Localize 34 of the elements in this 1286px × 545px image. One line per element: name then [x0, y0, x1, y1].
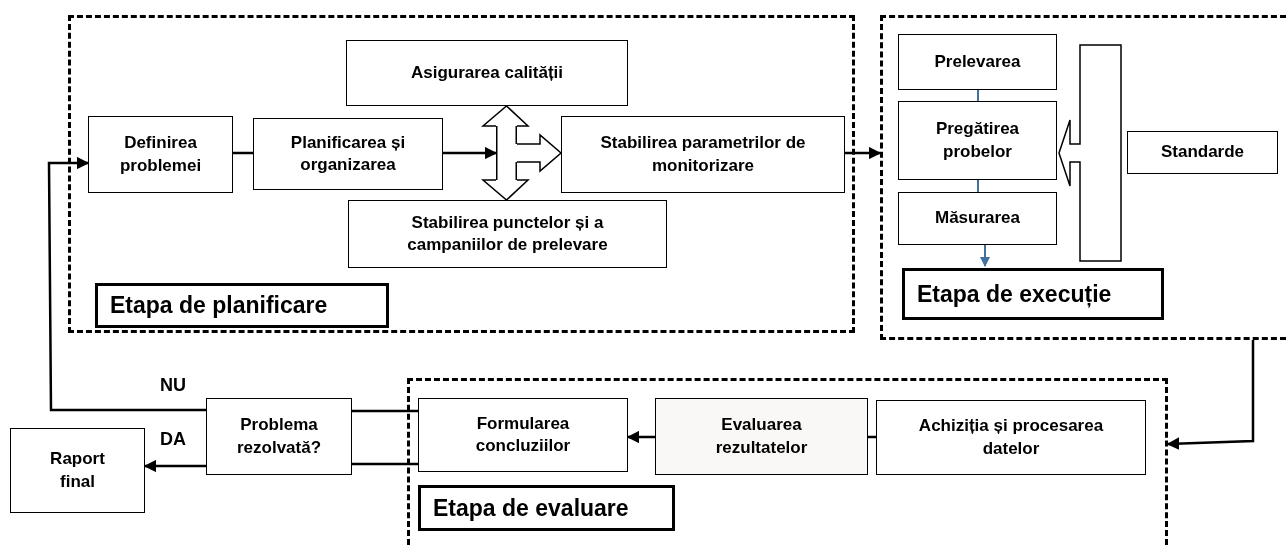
block-arrow — [480, 105, 530, 127]
connector-line — [868, 435, 876, 439]
stage-title: Etapa de planificare — [95, 283, 389, 328]
stage-title: Etapa de evaluare — [418, 485, 675, 531]
arrow — [980, 244, 990, 267]
connector-line — [977, 179, 979, 193]
stage-title: Etapa de execuție — [902, 268, 1164, 320]
arrow — [626, 430, 655, 444]
dashed-stage-frame — [407, 378, 1168, 545]
process-box: Achiziția și procesarea datelor — [876, 400, 1146, 475]
process-box: Prelevarea — [898, 34, 1057, 90]
arrow — [143, 459, 206, 473]
arrow — [845, 146, 882, 160]
connector-line — [977, 89, 979, 102]
arrow — [1166, 340, 1255, 450]
process-box: Planificarea și organizarea — [253, 118, 443, 190]
connector-line — [352, 409, 418, 413]
process-box: Definirea problemei — [88, 116, 233, 193]
arrow — [47, 156, 206, 412]
block-arrow — [480, 179, 530, 201]
process-box: Standarde — [1127, 131, 1278, 174]
block-arrow — [516, 133, 563, 173]
arrow — [443, 146, 498, 160]
process-box: Stabilirea parametrilor de monitorizare — [561, 116, 845, 193]
connector-line — [233, 151, 253, 155]
process-box: Pregătirea probelor — [898, 101, 1057, 180]
dashed-stage-frame — [880, 15, 1286, 340]
process-box: Raport final — [10, 428, 145, 513]
connector-line — [352, 462, 418, 466]
dashed-stage-frame — [68, 15, 855, 333]
process-box: Problema rezolvată? — [206, 398, 352, 475]
process-box: Formularea concluziilor — [418, 398, 628, 472]
process-box: Măsurarea — [898, 192, 1057, 245]
process-box: Evaluarea rezultatelor — [655, 398, 868, 475]
